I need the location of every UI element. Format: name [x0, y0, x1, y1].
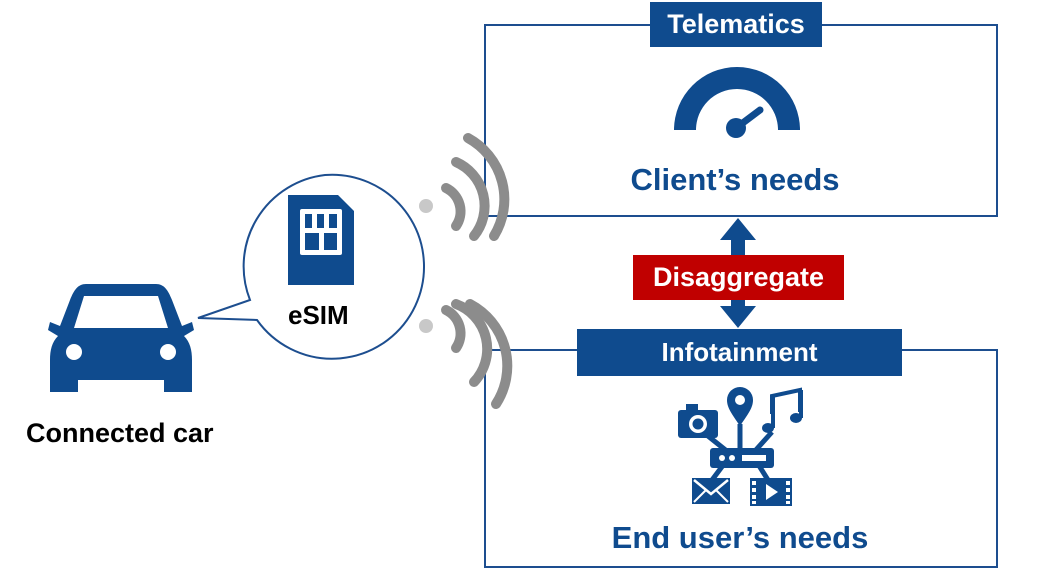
signal-lower-icon — [419, 299, 513, 409]
location-pin-icon — [727, 387, 753, 426]
speedometer-icon — [674, 67, 800, 138]
camera-icon — [678, 404, 718, 438]
signal-upper-icon — [419, 133, 510, 241]
car-icon — [48, 284, 194, 392]
connected-car-label: Connected car — [26, 418, 214, 448]
esim-label: eSIM — [288, 300, 349, 330]
telematics-tag: Telematics — [650, 2, 822, 47]
music-note-icon — [762, 387, 803, 433]
infotainment-tag: Infotainment — [577, 329, 902, 376]
mail-icon — [692, 478, 730, 504]
video-icon — [750, 478, 792, 506]
client-needs-label: Client’s needs — [630, 162, 840, 197]
sim-card-icon — [288, 195, 354, 285]
infotainment-icon-cluster — [678, 387, 803, 506]
end-user-needs-label: End user’s needs — [611, 520, 869, 555]
disaggregate-label: Disaggregate — [633, 255, 844, 300]
hub-device-icon — [710, 448, 774, 468]
